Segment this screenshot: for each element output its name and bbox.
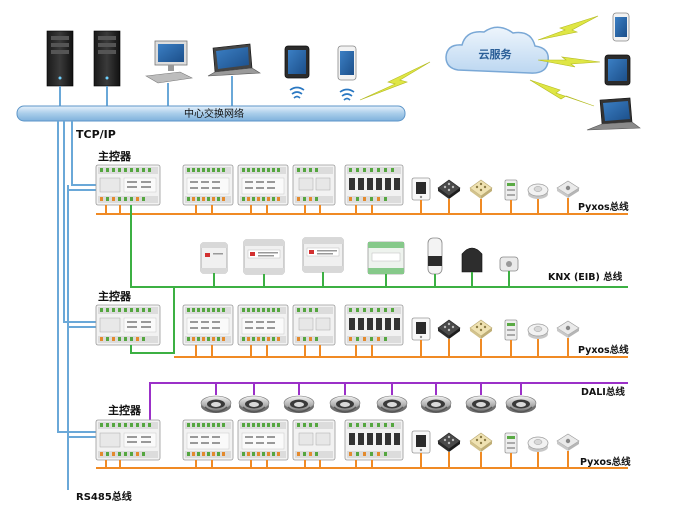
downlight-icon	[200, 395, 232, 414]
smartphone	[337, 45, 357, 101]
controller-module	[182, 164, 234, 206]
din-module-icon	[243, 239, 285, 275]
motion-sensor-icon	[556, 433, 580, 452]
smoke-detector-icon	[527, 436, 549, 453]
downlight-icon	[505, 395, 537, 414]
smoke-detector-icon	[527, 323, 549, 340]
relay-module	[344, 419, 404, 461]
io-module-icon	[504, 432, 518, 454]
pyxos-bus-label-3: Pyxos总线	[580, 456, 631, 468]
desktop-pc	[145, 40, 193, 84]
controller-module	[237, 419, 289, 461]
io-module-icon	[504, 179, 518, 201]
cloud-smartphone	[612, 12, 630, 42]
io-module-icon	[504, 319, 518, 341]
downlight-icon	[238, 395, 270, 414]
master-controller-2	[95, 304, 161, 346]
lightning-bolt-icon	[537, 15, 599, 41]
relay-module	[344, 304, 404, 346]
rs485-trunk	[67, 185, 96, 490]
downlight-icon	[420, 395, 452, 414]
pyxos-bus-1	[96, 198, 628, 215]
knx-bus	[130, 205, 628, 288]
downlight-icon	[465, 395, 497, 414]
knx-dome	[461, 247, 483, 273]
tablet	[284, 45, 310, 99]
keypad-beige-icon	[469, 319, 493, 340]
controller-module	[292, 164, 336, 206]
keypad-beige-icon	[469, 432, 493, 453]
din-module-icon	[302, 237, 344, 273]
lightning-bolt-icon	[537, 56, 601, 68]
relay-module	[344, 164, 404, 206]
knx-dome-icon	[461, 247, 483, 273]
master-label-2: 主控器	[98, 289, 132, 303]
cloud-laptop	[586, 97, 641, 131]
keypad-beige-icon	[469, 179, 493, 200]
knx-cylinder	[427, 237, 443, 275]
touch-panel-icon	[411, 317, 431, 341]
pyxos-bus-label-2: Pyxos总线	[578, 344, 629, 356]
keypad-dark-icon	[437, 319, 461, 340]
controller-module	[292, 419, 336, 461]
dali-bus-label: DALI总线	[581, 386, 625, 398]
controller-module	[182, 419, 234, 461]
controller-module	[292, 304, 336, 346]
server-2	[93, 30, 121, 87]
pyxos-bus-2	[174, 338, 628, 358]
controller-module	[182, 304, 234, 346]
smoke-detector-icon	[527, 183, 549, 200]
server-1	[46, 30, 74, 87]
device-drops	[59, 76, 233, 106]
knx-module-green	[367, 241, 405, 275]
backbone-label: 中心交换网络	[184, 107, 244, 120]
master-label-1: 主控器	[98, 149, 132, 163]
motion-sensor-icon	[556, 320, 580, 339]
tcpip-trunks	[57, 121, 96, 433]
cloud-label: 云服务	[479, 47, 513, 61]
lightning-bolt-icon	[529, 79, 595, 107]
knx-module-small	[200, 242, 228, 274]
motion-sensor-icon	[556, 180, 580, 199]
downlight-icon	[329, 395, 361, 414]
rs485-bus-label: RS485总线	[76, 490, 132, 503]
master-controller-3	[95, 419, 161, 461]
lightning-bolt-icon	[359, 61, 431, 101]
dali-bus	[149, 382, 628, 425]
cloud-service: 云服务	[445, 26, 549, 74]
tcpip-label: TCP/IP	[76, 128, 116, 141]
dali-fixtures	[200, 395, 537, 414]
laptop	[207, 43, 261, 77]
controller-module	[237, 304, 289, 346]
downlight-icon	[376, 395, 408, 414]
knx-devices	[200, 237, 519, 275]
knx-bus-label: KNX (EIB) 总线	[548, 271, 623, 283]
keypad-dark-icon	[437, 432, 461, 453]
pyxos-bus-3	[96, 451, 628, 469]
master-controller-1	[95, 164, 161, 206]
knx-link-row2	[130, 287, 175, 354]
touch-panel-icon	[411, 430, 431, 454]
controller-module	[237, 164, 289, 206]
central-network-backbone: 中心交换网络	[16, 105, 406, 122]
cloud-tablet	[604, 54, 631, 86]
pyxos-bus-label-1: Pyxos总线	[578, 201, 629, 213]
master-label-3: 主控器	[108, 403, 142, 417]
keypad-dark-icon	[437, 179, 461, 200]
knx-sensor	[499, 256, 519, 272]
downlight-icon	[283, 395, 315, 414]
wireless-links	[359, 15, 601, 107]
touch-panel-icon	[411, 177, 431, 201]
